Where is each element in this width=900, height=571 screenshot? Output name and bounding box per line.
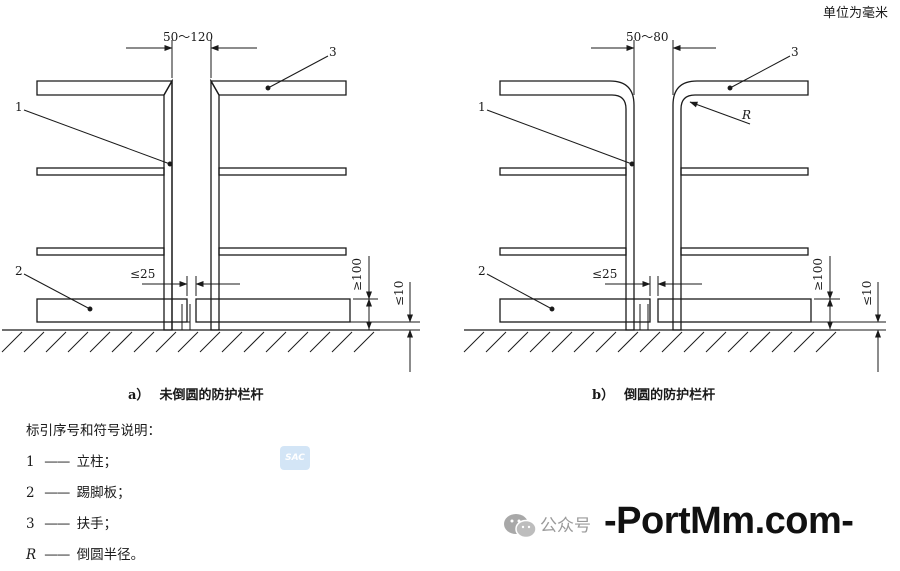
figure-b-rounded-guardrail	[463, 40, 886, 372]
post-right-a	[210, 78, 220, 331]
legend-dash: ——	[44, 454, 70, 470]
handrail-right-a	[209, 80, 347, 96]
legend-dash: ——	[44, 516, 70, 532]
figure-a-texts: 50～120 ≤25 ≥100 ≤10 1 2 3	[15, 30, 406, 306]
leader-toeboard-b	[486, 273, 553, 310]
dim-ground-a	[350, 282, 420, 372]
midrail-right-2-b	[680, 247, 809, 256]
legend-key: 2	[26, 485, 35, 501]
legend-key: 3	[26, 516, 35, 532]
ground-hatch-a	[1, 331, 375, 353]
caption-a-text: 未倒圆的防护栏杆	[159, 388, 264, 403]
figure-b-texts: 50～80 ≤25 ≥100 ≤10 1 2 3 R	[478, 30, 874, 306]
sac-logo: SAC	[280, 446, 310, 470]
leader-toeboard-a	[23, 273, 91, 310]
midrail-left-1-b	[499, 167, 627, 176]
leader-post-a	[23, 109, 171, 165]
label-toeboard-a: 2	[15, 264, 23, 278]
handrail-post-left-b	[499, 80, 635, 331]
post-left-a	[163, 78, 173, 331]
leader-handrail-b	[729, 55, 791, 89]
legend-item: R —— 倒圆半径。	[26, 540, 161, 571]
handrail-post-right-b	[672, 80, 809, 331]
dim-toe-gap-a-label: ≤25	[130, 267, 155, 281]
dim-height-a-label: ≥100	[350, 258, 364, 291]
dim-height-a	[353, 256, 378, 330]
dim-toe-gap-b-label: ≤25	[592, 267, 617, 281]
label-handrail-a: 3	[329, 45, 337, 59]
dim-ground-b-label: ≤10	[860, 281, 874, 306]
dim-toe-gap-b	[605, 276, 702, 296]
dim-toe-gap-a	[142, 276, 240, 296]
ground-hatch-b	[463, 331, 837, 353]
dim-gap-b	[591, 40, 716, 95]
midrail-left-2-a	[36, 247, 165, 256]
label-post-b: 1	[478, 100, 486, 114]
legend-text: 立柱；	[76, 454, 118, 470]
caption-figure-b: b） 倒圆的防护栏杆	[592, 384, 715, 403]
caption-figure-a: a） 未倒圆的防护栏杆	[128, 384, 263, 403]
watermark-site: -PortMm.com-	[604, 500, 854, 542]
handrail-left-a	[36, 80, 174, 96]
dim-ground-a-label: ≤10	[392, 281, 406, 306]
wechat-icon	[504, 514, 537, 539]
dim-height-b	[814, 256, 840, 330]
legend-dash: ——	[44, 547, 70, 563]
dim-ground-b	[811, 282, 886, 372]
caption-a-tag: a）	[128, 388, 150, 403]
legend-key: R	[26, 547, 37, 563]
dim-gap-b-label: 50～80	[626, 30, 669, 44]
leader-post-b	[486, 109, 633, 165]
legend-item: 1 —— 立柱；	[26, 447, 161, 478]
caption-b-tag: b）	[592, 388, 615, 403]
toeboard-left-b	[499, 298, 651, 323]
dim-height-b-label: ≥100	[811, 258, 825, 291]
label-post-a: 1	[15, 100, 23, 114]
midrail-right-2-a	[218, 247, 347, 256]
toeboard-right-a	[195, 298, 351, 323]
leader-handrail-a	[267, 55, 329, 89]
leader-radius-b	[689, 101, 751, 125]
legend-item: 3 —— 扶手；	[26, 509, 161, 540]
legend-text: 扶手；	[76, 516, 118, 532]
midrail-left-2-b	[499, 247, 627, 256]
legend: 标引序号和符号说明： 1 —— 立柱； 2 —— 踢脚板； 3 —— 扶手； R…	[26, 416, 161, 571]
toeboard-left-a	[36, 298, 188, 323]
legend-dash: ——	[44, 485, 70, 501]
legend-text: 踢脚板；	[76, 485, 131, 501]
dim-gap-a-label: 50～120	[163, 30, 213, 44]
midrail-right-1-a	[218, 167, 347, 176]
label-radius-b: R	[741, 108, 751, 122]
dim-gap-a	[126, 40, 257, 78]
midrail-right-1-b	[680, 167, 809, 176]
figure-a-unrounded-guardrail	[1, 40, 420, 372]
label-handrail-b: 3	[791, 45, 799, 59]
caption-b-text: 倒圆的防护栏杆	[624, 388, 716, 403]
legend-item: 2 —— 踢脚板；	[26, 478, 161, 509]
legend-text: 倒圆半径。	[76, 547, 145, 563]
unit-note: 单位为毫米	[822, 6, 888, 21]
toeboard-right-b	[657, 298, 812, 323]
legend-key: 1	[26, 454, 35, 470]
midrail-left-1-a	[36, 167, 165, 176]
legend-title: 标引序号和符号说明：	[26, 423, 161, 439]
label-toeboard-b: 2	[478, 264, 486, 278]
watermark-account: 公众号	[540, 516, 591, 536]
